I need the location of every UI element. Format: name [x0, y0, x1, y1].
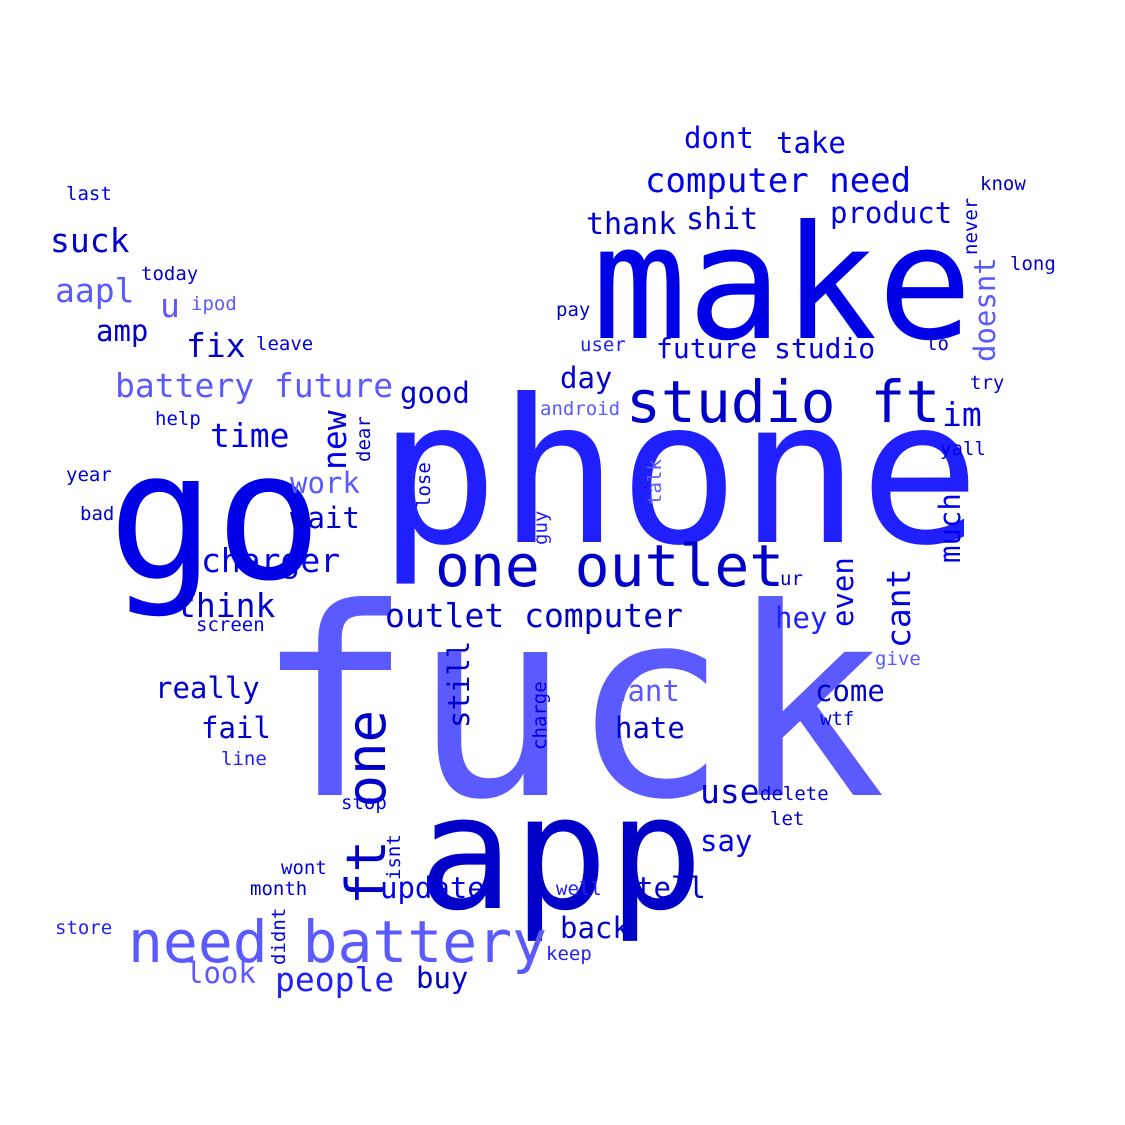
word-one-outlet: one outlet	[435, 532, 784, 600]
word-isnt: isnt	[383, 834, 405, 880]
word-im: im	[942, 395, 982, 434]
word-tell: tell	[636, 871, 706, 905]
word-charger: charger	[201, 541, 340, 580]
word-outlet-computer: outlet computer	[385, 596, 683, 635]
word-go: go	[108, 413, 322, 620]
word-hey: hey	[775, 601, 827, 635]
word-ur: ur	[780, 568, 803, 590]
word-today: today	[141, 263, 198, 285]
word-even: even	[826, 557, 860, 627]
word-fail: fail	[201, 711, 271, 745]
word-aapl: aapl	[55, 271, 134, 310]
word-product: product	[830, 196, 952, 230]
word-screen: screen	[196, 614, 265, 636]
word-need-battery: need battery	[128, 908, 547, 976]
word-fuck: fuck	[255, 552, 886, 857]
word-want: want	[610, 674, 680, 708]
word-say: say	[700, 824, 752, 858]
word-hate: hate	[615, 711, 685, 745]
word-give: give	[875, 648, 921, 670]
word-bad: bad	[80, 503, 114, 525]
word-doesnt: doesnt	[968, 257, 1002, 362]
word-back: back	[560, 911, 630, 945]
word-wtf: wtf	[820, 708, 854, 730]
word-help: help	[155, 408, 201, 430]
word-come: come	[815, 674, 885, 708]
word-suck: suck	[50, 221, 130, 260]
word-wait: wait	[290, 501, 360, 535]
word-shit: shit	[686, 202, 758, 237]
word-app: app	[418, 762, 703, 946]
word-think: think	[176, 586, 275, 625]
word-fix: fix	[186, 326, 246, 365]
word-dont: dont	[684, 121, 754, 155]
word-user: user	[580, 334, 626, 356]
word-pay: pay	[556, 299, 590, 321]
word-dear: dear	[353, 416, 375, 462]
word-android: android	[540, 398, 620, 420]
word-use: use	[700, 772, 760, 811]
word-people: people	[275, 960, 394, 999]
word-last: last	[66, 183, 112, 205]
word-u: u	[160, 286, 180, 325]
word-amp: amp	[96, 314, 148, 348]
word-cant: cant	[879, 569, 918, 648]
word-studio-ft: studio ft	[626, 368, 940, 436]
word-battery-future: battery future	[115, 366, 393, 405]
word-leave: leave	[256, 333, 313, 355]
word-ipod: ipod	[191, 293, 237, 315]
word-still: still	[442, 641, 476, 728]
word-didnt: didnt	[268, 908, 290, 965]
word-store: store	[55, 917, 112, 939]
word-much: much	[933, 493, 967, 563]
word-delete: delete	[760, 783, 829, 805]
word-stop: stop	[341, 792, 387, 814]
word-year: year	[66, 464, 112, 486]
word-make: make	[592, 192, 973, 376]
word-keep: keep	[546, 943, 592, 965]
word-new: new	[315, 410, 354, 470]
word-look: look	[186, 956, 256, 990]
word-guy: guy	[530, 511, 552, 545]
word-wont: wont	[281, 857, 327, 879]
word-never: never	[960, 198, 982, 255]
word-try: try	[970, 372, 1004, 394]
word-well: well	[556, 878, 602, 900]
word-really: really	[155, 671, 260, 705]
word-lose: lose	[413, 462, 435, 508]
word-update: update	[380, 871, 485, 905]
word-day: day	[560, 361, 612, 395]
word-time: time	[210, 416, 289, 455]
word-work: work	[290, 466, 360, 500]
word-lo: lo	[926, 333, 949, 355]
word-month: month	[250, 878, 307, 900]
word-good: good	[400, 376, 470, 410]
word-thank: thank	[586, 207, 676, 242]
word-know: know	[980, 173, 1026, 195]
word-charge: charge	[529, 681, 551, 750]
word-long: long	[1010, 253, 1056, 275]
word-yall: yall	[940, 438, 986, 460]
word-take: take	[776, 126, 846, 160]
word-computer-need: computer need	[645, 161, 911, 201]
word-ft-one: ft one	[335, 710, 398, 905]
word-talk: talk	[644, 459, 666, 505]
word-future-studio: future studio	[656, 332, 875, 365]
word-line: line	[221, 748, 267, 770]
word-buy: buy	[416, 961, 468, 995]
word-phone: phone	[378, 357, 980, 590]
word-let: let	[770, 808, 804, 830]
